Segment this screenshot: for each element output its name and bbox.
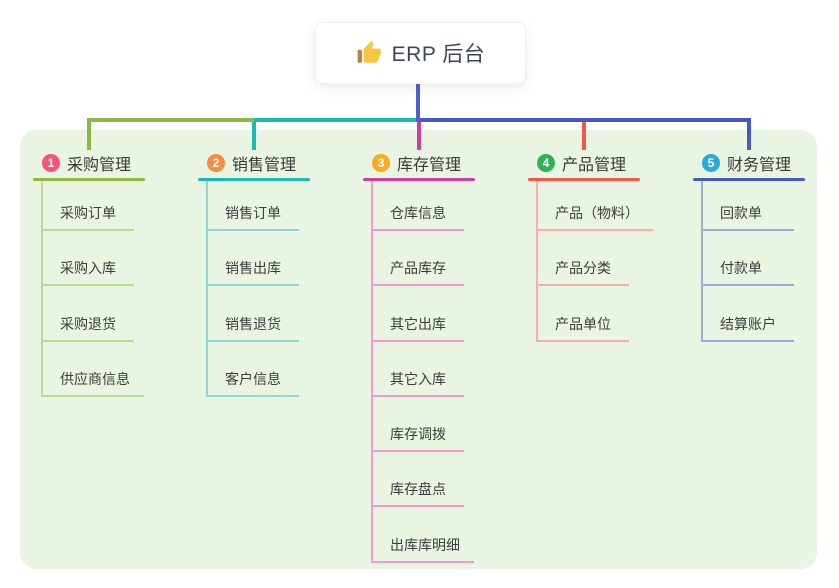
connector-horizontal-1 — [87, 118, 256, 122]
thumbs-up-icon — [357, 41, 381, 63]
branch-number-badge: 2 — [207, 154, 225, 172]
node-item[interactable]: 库存盘点 — [373, 452, 464, 508]
node-item[interactable]: 产品库存 — [373, 231, 464, 287]
branch-number-badge: 1 — [42, 154, 60, 172]
branch-title: 销售管理 — [232, 157, 297, 174]
branch-underline — [33, 178, 145, 181]
branch-title: 库存管理 — [397, 157, 462, 174]
connector-drop-4 — [582, 118, 586, 150]
node-item[interactable]: 销售出库 — [208, 231, 299, 287]
node-item-label: 销售出库 — [225, 260, 281, 277]
node-item-label: 库存盘点 — [390, 481, 446, 498]
branch-items: 销售订单销售出库销售退货客户信息 — [206, 181, 310, 397]
node-item-label: 仓库信息 — [390, 205, 446, 221]
branch-title: 财务管理 — [727, 157, 792, 174]
branch-number-badge: 3 — [372, 154, 390, 172]
node-item[interactable]: 出库库明细 — [373, 507, 474, 563]
node-item[interactable]: 产品（物料） — [538, 181, 653, 231]
node-item-label: 出库库明细 — [390, 536, 460, 553]
branch-underline — [528, 178, 640, 181]
root-node[interactable]: ERP 后台 — [315, 22, 526, 84]
connector-drop-1 — [87, 118, 91, 150]
node-item[interactable]: 付款单 — [703, 231, 794, 287]
node-item-label: 库存调拨 — [390, 426, 446, 443]
branch-5: 5 财务管理回款单付款单结算账户 — [693, 148, 805, 342]
node-item[interactable]: 产品分类 — [538, 231, 629, 287]
node-item-label: 采购入库 — [60, 260, 116, 277]
branch-underline — [363, 178, 475, 181]
node-item-label: 付款单 — [720, 260, 762, 277]
background-panel — [20, 130, 817, 569]
node-item-label: 其它入库 — [390, 370, 446, 387]
node-item[interactable]: 产品单位 — [538, 286, 629, 342]
node-item[interactable]: 其它出库 — [373, 286, 464, 342]
node-item-label: 销售退货 — [225, 315, 281, 332]
branch-underline — [198, 178, 310, 181]
node-item[interactable]: 采购入库 — [43, 231, 134, 287]
branch-2: 2 销售管理销售订单销售出库销售退货客户信息 — [198, 148, 310, 397]
branch-underline — [693, 178, 805, 181]
branch-header-5[interactable]: 5 财务管理 — [693, 148, 805, 178]
branch-number-badge: 4 — [537, 154, 555, 172]
node-item[interactable]: 库存调拨 — [373, 397, 464, 453]
node-item-label: 产品分类 — [555, 260, 611, 277]
branch-header-1[interactable]: 1 采购管理 — [33, 148, 145, 178]
branch-1: 1 采购管理采购订单采购入库采购退货供应商信息 — [33, 148, 145, 397]
node-item[interactable]: 采购退货 — [43, 286, 134, 342]
node-item-label: 其它出库 — [390, 315, 446, 332]
node-item-label: 产品库存 — [390, 260, 446, 277]
branch-items: 产品（物料） 产品分类产品单位 — [536, 181, 653, 342]
branch-3: 3 库存管理仓库信息产品库存其它出库其它入库库存调拨库存盘点出库库明细 — [363, 148, 475, 563]
node-item-label: 客户信息 — [225, 370, 281, 387]
connector-drop-3 — [417, 118, 421, 150]
node-item[interactable]: 回款单 — [703, 181, 794, 231]
root-label: ERP 后台 — [391, 43, 486, 66]
branch-header-3[interactable]: 3 库存管理 — [363, 148, 475, 178]
connector-horizontal-5 — [417, 118, 751, 122]
node-item[interactable]: 销售退货 — [208, 286, 299, 342]
branch-items: 采购订单采购入库采购退货供应商信息 — [41, 181, 145, 397]
node-item[interactable]: 结算账户 — [703, 286, 794, 342]
node-item-label: 产品（物料） — [555, 205, 639, 221]
node-item[interactable]: 仓库信息 — [373, 181, 464, 231]
node-item[interactable]: 其它入库 — [373, 342, 464, 397]
connector-horizontal-2 — [254, 118, 418, 122]
branch-title: 产品管理 — [562, 157, 627, 174]
node-item[interactable]: 客户信息 — [208, 342, 299, 397]
node-item-label: 采购退货 — [60, 315, 116, 332]
node-item-label: 结算账户 — [720, 315, 776, 332]
branch-header-4[interactable]: 4 产品管理 — [528, 148, 653, 178]
connector-drop-5 — [747, 118, 751, 150]
branch-title: 采购管理 — [67, 157, 132, 174]
node-item-label: 供应商信息 — [60, 370, 130, 387]
branch-number-badge: 5 — [702, 154, 720, 172]
branch-items: 回款单付款单结算账户 — [701, 181, 805, 342]
connector-root — [415, 82, 420, 122]
branch-header-2[interactable]: 2 销售管理 — [198, 148, 310, 178]
node-item-label: 回款单 — [720, 205, 762, 221]
connector-drop-2 — [252, 118, 256, 150]
node-item-label: 产品单位 — [555, 315, 611, 332]
branch-4: 4 产品管理产品（物料） 产品分类产品单位 — [528, 148, 653, 342]
node-item[interactable]: 销售订单 — [208, 181, 299, 231]
node-item-label: 销售订单 — [225, 205, 281, 221]
node-item-label: 采购订单 — [60, 205, 116, 221]
branch-items: 仓库信息产品库存其它出库其它入库库存调拨库存盘点出库库明细 — [371, 181, 475, 563]
node-item[interactable]: 采购订单 — [43, 181, 134, 231]
node-item[interactable]: 供应商信息 — [43, 342, 144, 397]
